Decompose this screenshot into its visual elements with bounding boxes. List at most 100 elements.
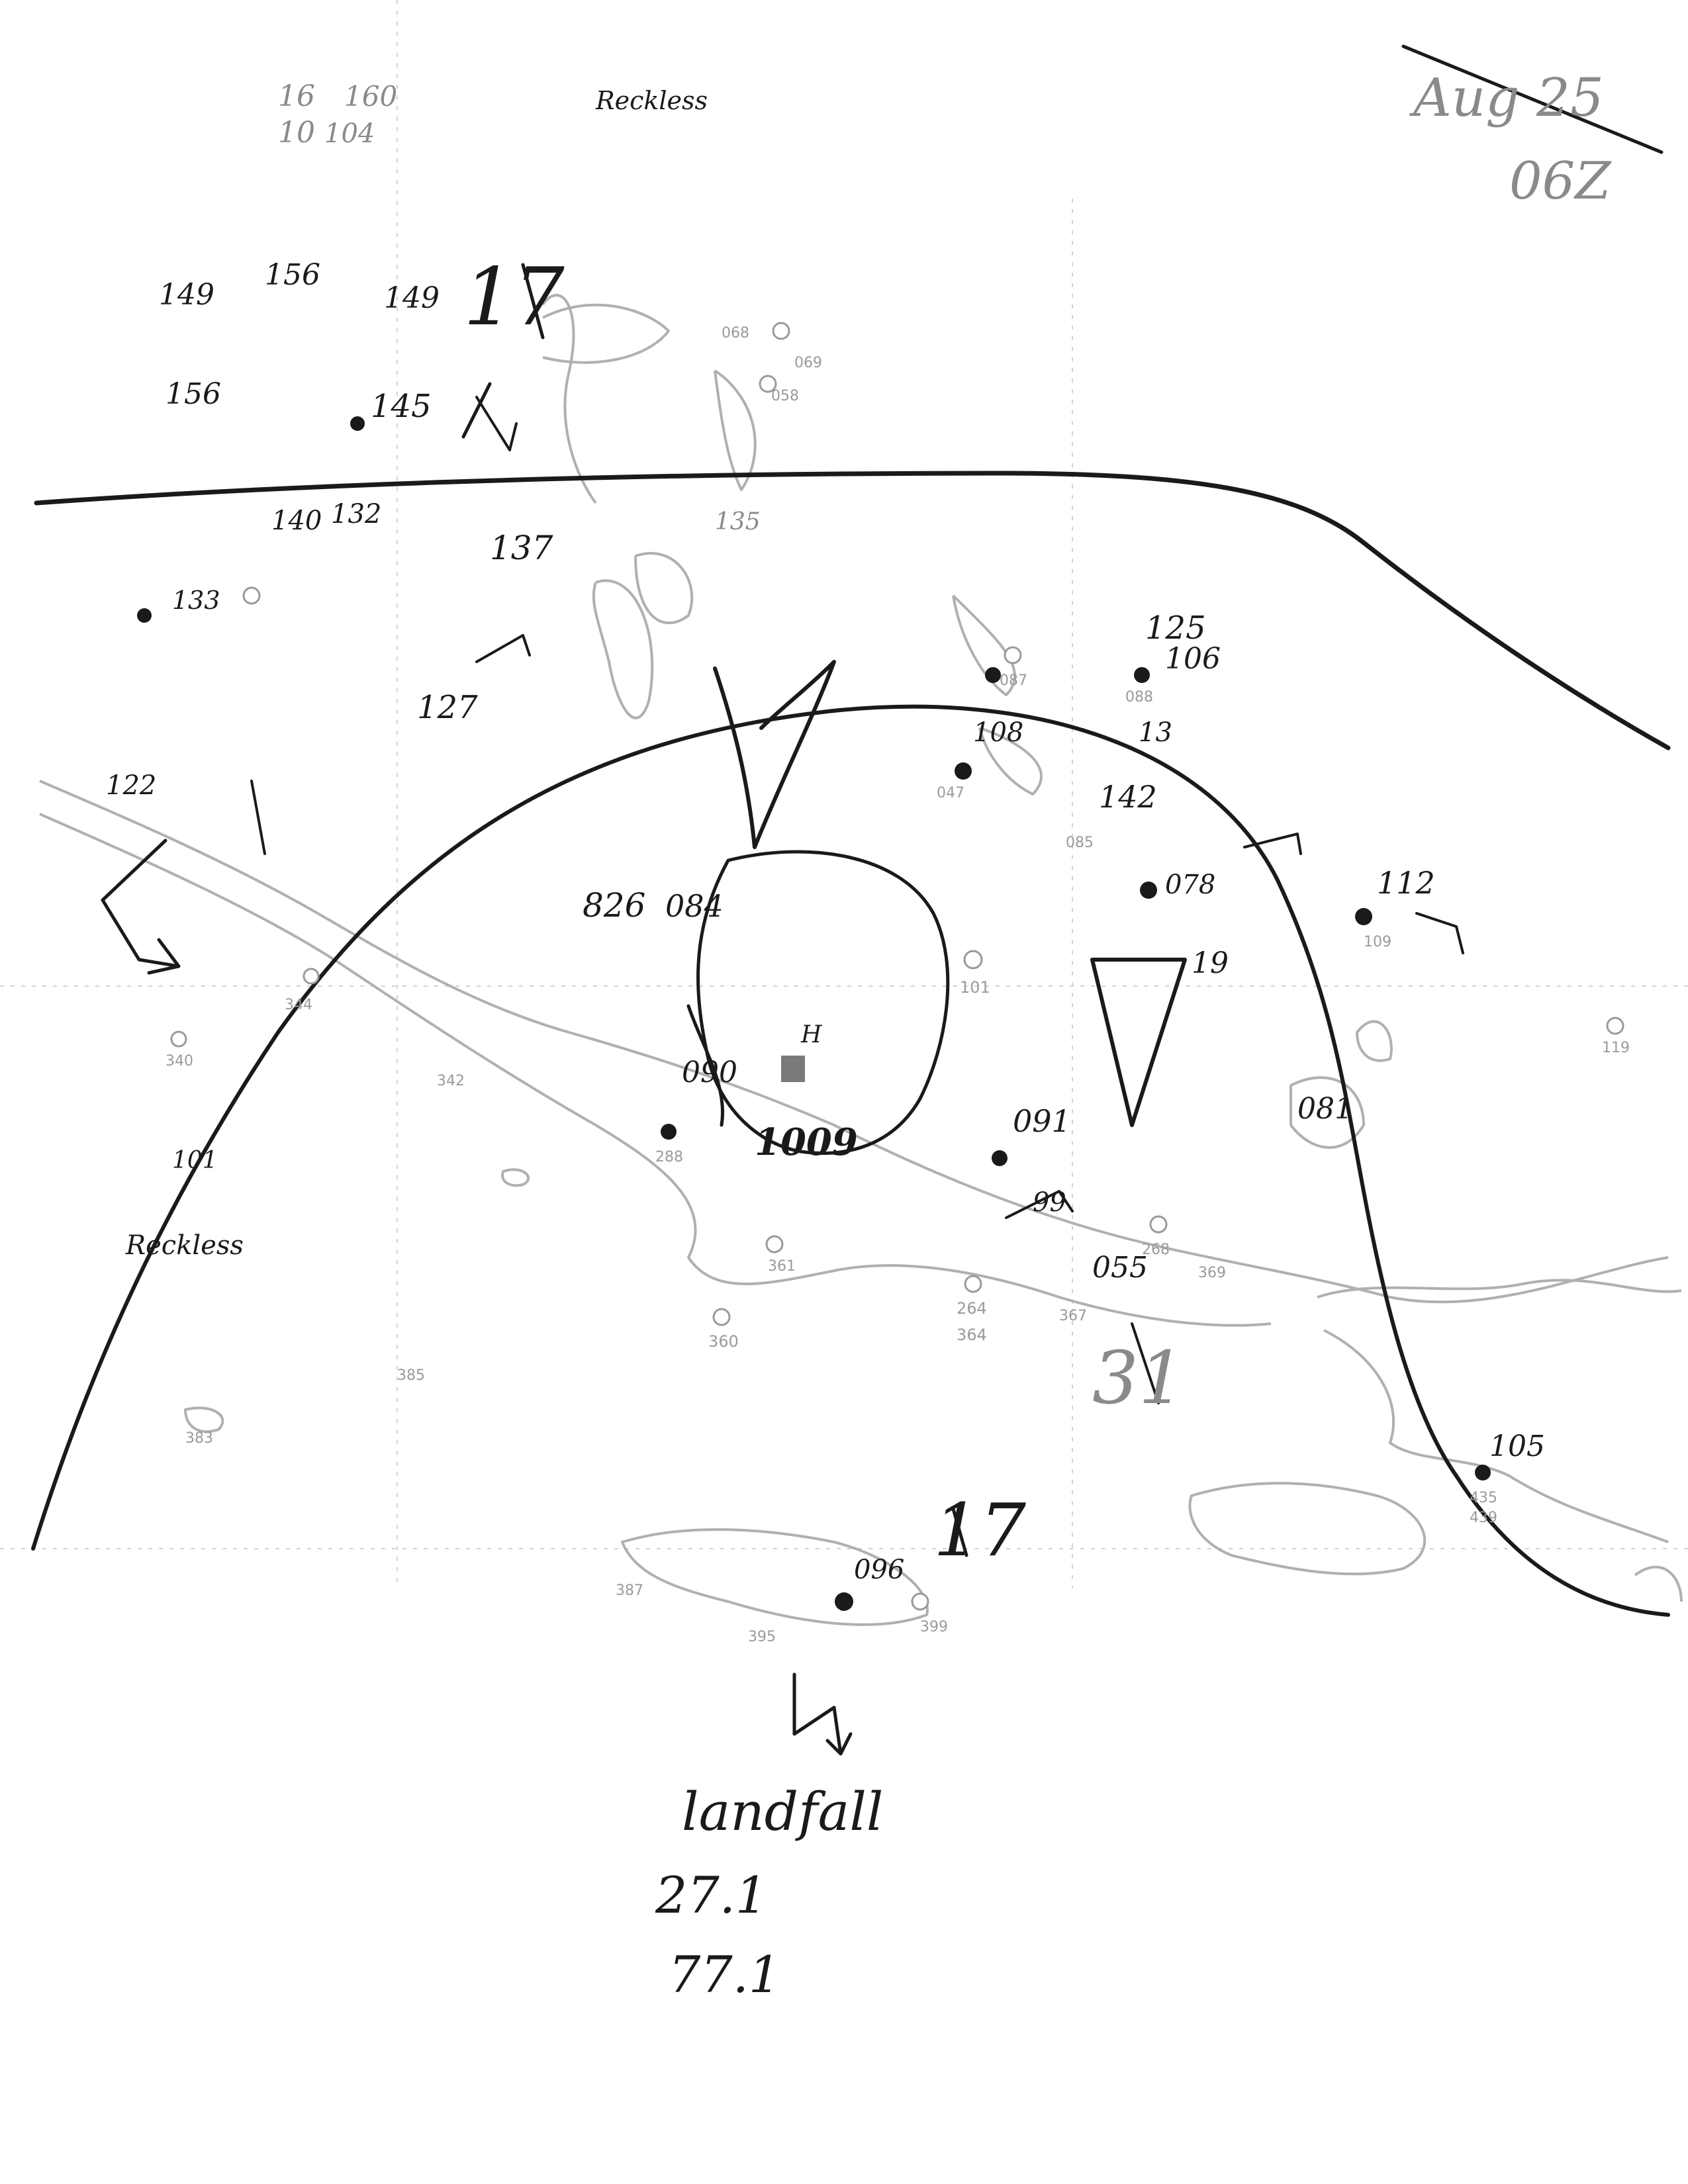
coast-florida-keys bbox=[634, 552, 694, 625]
coast-haiti bbox=[1323, 1329, 1669, 1543]
station-markers bbox=[137, 322, 1624, 1611]
west-arrow bbox=[101, 839, 181, 975]
storm-center: H 1009 bbox=[755, 1021, 858, 1164]
center-pressure: 1009 bbox=[755, 1120, 858, 1164]
west-note: Reckless bbox=[125, 1230, 244, 1261]
coast-pr-east bbox=[1634, 1565, 1683, 1602]
south-arrow bbox=[792, 1672, 853, 1756]
stn-399: 399 bbox=[920, 1619, 948, 1635]
trough-v-north bbox=[713, 660, 836, 849]
coast-turks bbox=[1289, 1076, 1365, 1149]
coast-eleuthera bbox=[542, 303, 670, 364]
plot-value: 135 bbox=[715, 508, 761, 535]
stn-288: 288 bbox=[655, 1149, 683, 1165]
map-header: Aug 25 06Z bbox=[1409, 67, 1612, 211]
plot-value: 108 bbox=[973, 717, 1023, 748]
trough-v-east bbox=[1090, 958, 1187, 1127]
coast-cuba-south bbox=[39, 813, 1272, 1327]
plot-value: 106 bbox=[1165, 642, 1221, 676]
coast-inagua bbox=[1356, 1020, 1393, 1062]
isobar-outer-north bbox=[34, 471, 1671, 751]
bracket-17-right bbox=[461, 382, 492, 439]
plot-value: 112 bbox=[1377, 865, 1435, 901]
wind-barb-3 bbox=[1243, 833, 1302, 855]
landfall-annotation: landfall 27.1 77.1 bbox=[655, 1781, 884, 2004]
wind-barb-2 bbox=[475, 396, 518, 451]
stn-395: 395 bbox=[748, 1629, 776, 1645]
header-time: 06Z bbox=[1509, 152, 1612, 211]
vertical-line-west bbox=[250, 780, 266, 855]
plot-value: 160 bbox=[344, 80, 397, 113]
plot-value: 133 bbox=[172, 586, 220, 615]
plot-value: 826 bbox=[583, 886, 645, 925]
plot-value: 081 bbox=[1297, 1092, 1353, 1126]
stn-101: 101 bbox=[960, 978, 990, 997]
coast-cuba bbox=[39, 780, 1669, 1304]
plot-value: 055 bbox=[1092, 1251, 1148, 1285]
bracket-31 bbox=[1131, 1322, 1160, 1404]
high-marker: H bbox=[800, 1021, 822, 1048]
stn-342: 342 bbox=[437, 1073, 465, 1089]
coast-long-island bbox=[952, 594, 1016, 696]
isobar-arc-large bbox=[31, 704, 1670, 1617]
lat-lon-grid bbox=[0, 0, 1688, 1588]
plot-value: 105 bbox=[1489, 1430, 1545, 1463]
bracket-17-top bbox=[521, 263, 545, 340]
stn-383: 383 bbox=[185, 1430, 213, 1447]
coast-hispaniola-north bbox=[1317, 1279, 1682, 1298]
stn-367: 367 bbox=[1059, 1308, 1087, 1324]
coastlines bbox=[39, 294, 1683, 1626]
plot-value: 149 bbox=[384, 281, 440, 315]
plot-value: 145 bbox=[371, 388, 432, 425]
plot-value: 149 bbox=[159, 278, 214, 312]
stn-435: 435 bbox=[1470, 1490, 1497, 1506]
plot-value: 156 bbox=[165, 377, 221, 411]
plot-value: 078 bbox=[1165, 870, 1215, 900]
landfall-label: landfall bbox=[682, 1781, 884, 1843]
stn-268: 268 bbox=[1142, 1242, 1170, 1258]
stn-068: 068 bbox=[722, 325, 749, 341]
landfall-lon: 77.1 bbox=[669, 1945, 780, 2004]
analysis-lines bbox=[31, 44, 1671, 1756]
wind-barb-5 bbox=[1005, 1190, 1074, 1219]
coast-haiti-peninsula bbox=[1188, 1482, 1426, 1576]
header-strike bbox=[1401, 44, 1664, 154]
stn-439: 439 bbox=[1470, 1510, 1497, 1526]
plot-value: 122 bbox=[106, 770, 156, 801]
coast-exuma bbox=[978, 727, 1043, 796]
stn-364: 364 bbox=[957, 1326, 987, 1344]
coast-jamaica bbox=[621, 1528, 929, 1626]
plot-value: 132 bbox=[331, 499, 381, 529]
header-date: Aug 25 bbox=[1409, 67, 1604, 128]
coast-abaco bbox=[714, 369, 757, 491]
stn-087: 087 bbox=[1000, 672, 1027, 689]
station-id-labels: 068 069 058 087 088 047 085 101 109 119 … bbox=[165, 325, 1630, 1645]
handwritten-plots: 16 10 160 104 Reckless 149 156 149 156 1… bbox=[106, 79, 1545, 1585]
plot-value: 096 bbox=[854, 1555, 904, 1585]
plot-value: 084 bbox=[665, 888, 724, 924]
plot-value: 104 bbox=[324, 118, 375, 149]
stn-069: 069 bbox=[794, 355, 822, 371]
stn-385: 385 bbox=[397, 1367, 425, 1384]
plot-value: 19 bbox=[1192, 946, 1229, 980]
plot-value: 125 bbox=[1145, 610, 1206, 647]
stn-088: 088 bbox=[1125, 689, 1153, 705]
plot-value: 142 bbox=[1099, 779, 1157, 815]
plot-value: 156 bbox=[265, 258, 320, 292]
label-17-top: 17 bbox=[463, 251, 565, 343]
plot-value: 091 bbox=[1013, 1103, 1071, 1139]
plot-value: 16 bbox=[278, 79, 315, 113]
coast-caymans bbox=[501, 1168, 530, 1187]
coast-andros-large bbox=[592, 579, 654, 719]
plot-value: 10 bbox=[278, 116, 315, 150]
plot-value: 137 bbox=[490, 529, 553, 567]
center-hook bbox=[686, 1004, 724, 1127]
stn-119: 119 bbox=[1602, 1040, 1630, 1056]
stn-360: 360 bbox=[708, 1332, 739, 1351]
stn-361: 361 bbox=[768, 1258, 796, 1275]
label-17-jam: 17 bbox=[933, 1488, 1026, 1572]
plot-value: 13 bbox=[1139, 717, 1172, 748]
landfall-lat: 27.1 bbox=[655, 1866, 767, 1925]
plot-value: 101 bbox=[172, 1147, 218, 1174]
